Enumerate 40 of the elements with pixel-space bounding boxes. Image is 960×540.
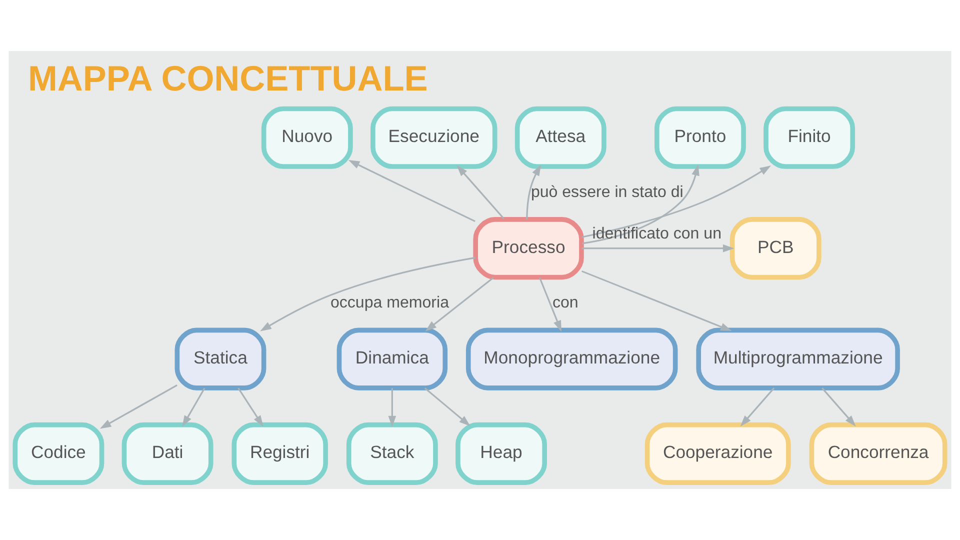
node-box: Esecuzione <box>370 106 498 169</box>
node-box: Nuovo <box>261 106 353 169</box>
node-box: Finito <box>764 106 856 169</box>
arrow <box>456 165 504 220</box>
arrow <box>348 160 476 222</box>
node-box: Codice <box>12 422 104 485</box>
node-box: Stack <box>346 422 438 485</box>
node-box: Monoprogrammazione <box>466 328 678 390</box>
arrow <box>581 270 732 332</box>
edge-label: occupa memoria <box>330 294 450 312</box>
node-box: Multiprogrammazione <box>696 328 900 390</box>
node-box: Pronto <box>654 106 746 169</box>
arrow <box>526 164 542 220</box>
edge-label: identificato con un <box>592 224 722 243</box>
node-box: Dati <box>122 422 214 485</box>
node-box: Heap <box>456 422 547 485</box>
node-box: Statica <box>174 328 266 390</box>
arrow <box>582 244 734 252</box>
edge-label: con <box>552 294 578 312</box>
node-box: PCB <box>730 217 822 280</box>
arrow <box>582 165 772 238</box>
node-box: Processo <box>473 217 584 280</box>
arrow <box>582 164 700 244</box>
edge-label: può essere in stato di <box>530 183 684 201</box>
arrow <box>388 388 396 428</box>
arrow <box>238 388 264 427</box>
node-box: Dinamica <box>336 328 448 390</box>
arrow <box>538 277 562 332</box>
node-box: Concorrenza <box>809 422 948 485</box>
arrow <box>260 256 476 332</box>
arrow <box>182 388 206 427</box>
arrow <box>100 384 178 429</box>
node-box: Attesa <box>514 106 606 169</box>
arrow <box>424 387 470 426</box>
arrow <box>822 388 856 426</box>
diagram-title: MAPPA CONCETTUALE <box>28 59 428 98</box>
arrow <box>740 388 775 426</box>
node-box: Cooperazione <box>644 422 791 485</box>
arrow <box>425 276 494 332</box>
node-box: Registri <box>232 422 328 485</box>
